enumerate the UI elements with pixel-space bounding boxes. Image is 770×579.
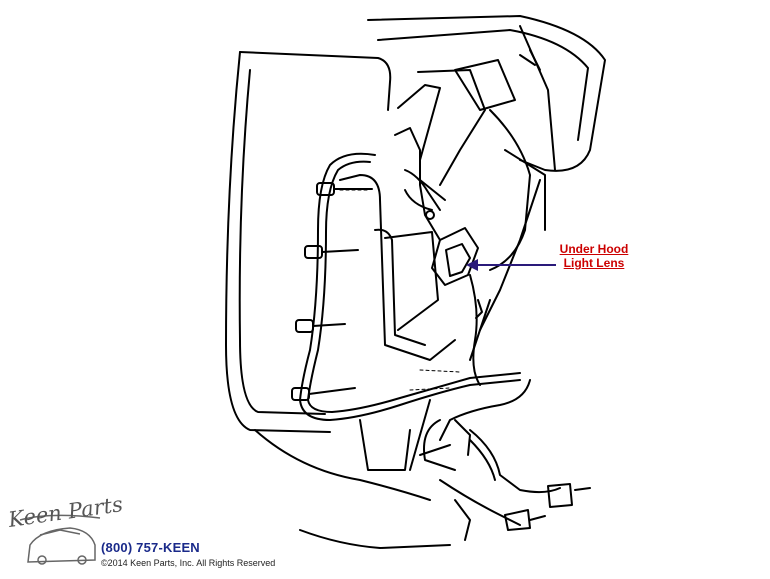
hood-panel: [225, 15, 606, 433]
phone-number: (800) 757-KEEN: [101, 540, 200, 555]
callout-pointer: [466, 259, 556, 271]
callout-line-2: Light Lens: [563, 256, 625, 270]
mounting-points: [339, 189, 461, 391]
copyright-text: ©2014 Keen Parts, Inc. All Rights Reserv…: [101, 558, 276, 568]
under-hood-light-lens-link[interactable]: Under Hood Light Lens: [559, 242, 629, 270]
inner-frame: [254, 174, 541, 549]
wiring-harness-right: [394, 127, 591, 541]
callout-line-1: Under Hood: [559, 242, 629, 256]
wiring-harness-left: [291, 152, 521, 421]
corvette-car-logo-icon: [19, 514, 101, 565]
